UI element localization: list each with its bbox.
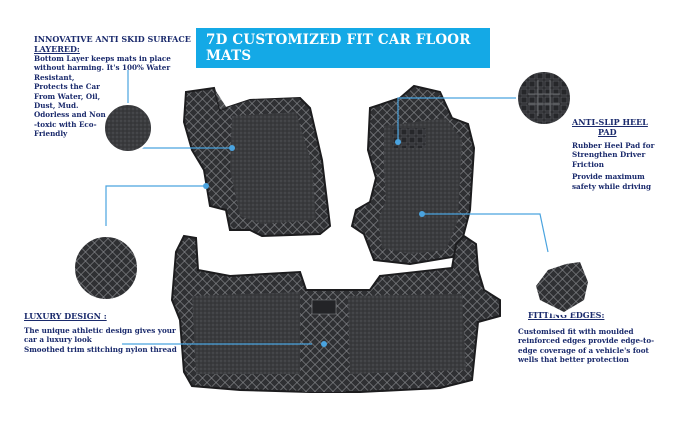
anti-skid-line: Dust, Mud.: [34, 101, 79, 111]
title-line-2: MATS: [206, 48, 252, 64]
title-banner: 7D CUSTOMIZED FIT CAR FLOOR MATS: [196, 28, 490, 68]
anti-skid-subheading: LAYERED:: [34, 44, 80, 54]
title-line-1: 7D CUSTOMIZED FIT CAR FLOOR: [206, 32, 471, 48]
feature-luxury: LUXURY DESIGN : The unique athletic desi…: [24, 311, 194, 354]
zoom-circle-luxury: [73, 235, 139, 301]
feature-anti-slip: ANTI-SLIP HEEL PAD Rubber Heel Pad for S…: [572, 117, 672, 191]
anti-skid-line: Resistant,: [34, 72, 75, 82]
fitting-line: edge coverage of a vehicle's foot: [518, 345, 649, 355]
anti-slip-line: Provide maximum: [572, 172, 645, 182]
callout-dots: [203, 139, 425, 347]
driver-front-mat: [182, 86, 332, 238]
anti-skid-line: without harming. It's 100% Water: [34, 63, 171, 73]
fitting-line: Customised fit with moulded: [518, 327, 634, 336]
feature-anti-skid: INNOVATIVE ANTI SKID SURFACE LAYERED: Bo…: [34, 34, 214, 139]
luxury-line: car a luxury look: [24, 335, 92, 345]
heel-pad: [392, 128, 426, 148]
anti-skid-line: Protects the Car: [34, 82, 100, 92]
zoom-circle-fitting-edges: [531, 257, 589, 315]
luxury-line: Smoothed trim stitching nylon thread: [24, 344, 177, 354]
callout-lines: [105, 70, 549, 345]
anti-skid-line: -toxic with Eco-: [34, 119, 97, 129]
fitting-heading: FITTING EDGES:: [528, 310, 605, 320]
anti-slip-line: Friction: [572, 159, 604, 169]
zoom-circle-heel-pad: [516, 70, 572, 126]
rear-mat: [170, 234, 501, 393]
anti-skid-heading: INNOVATIVE ANTI SKID SURFACE: [34, 34, 191, 44]
anti-slip-line: Rubber Heel Pad for: [572, 141, 655, 150]
anti-skid-line: Odorless and Non: [34, 110, 106, 120]
anti-skid-line: Bottom Layer keeps mats in place: [34, 54, 171, 63]
feature-fitting: FITTING EDGES: Customised fit with mould…: [518, 310, 678, 365]
passenger-front-mat: [350, 84, 476, 266]
fitting-line: reinforced edges provide edge-to-: [518, 336, 655, 346]
luxury-heading: LUXURY DESIGN :: [24, 311, 107, 321]
anti-skid-line: Friendly: [34, 129, 68, 139]
anti-slip-heading: ANTI-SLIP HEEL: [572, 117, 648, 127]
anti-skid-line: From Water, Oil,: [34, 91, 101, 101]
anti-slip-subheading: PAD: [598, 127, 617, 137]
fitting-line: wells that better protection: [518, 355, 629, 365]
anti-slip-line: Strengthen Driver: [572, 150, 646, 160]
zoom-circle-anti-skid: [103, 103, 153, 153]
anti-slip-line: safety while driving: [572, 181, 652, 191]
luxury-line: The unique athletic design gives your: [24, 326, 176, 335]
